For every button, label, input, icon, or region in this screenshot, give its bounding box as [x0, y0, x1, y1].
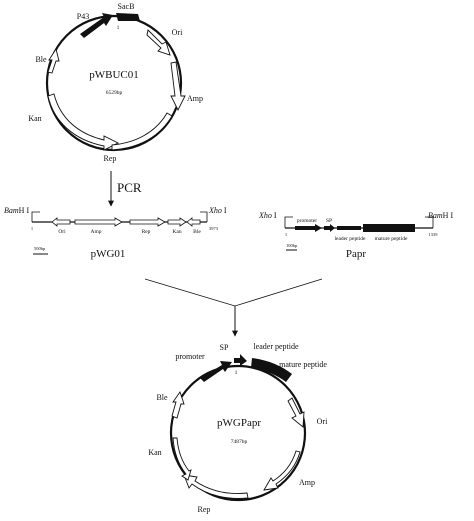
pwg01-start: 1	[31, 226, 33, 231]
feature-kan	[47, 93, 120, 151]
label-ori: Ori	[317, 417, 328, 426]
ligation-bracket	[144, 278, 323, 337]
pwg01-label-ori: Ori	[58, 229, 66, 235]
feature-amp	[263, 450, 301, 491]
pwg01-name: pWG01	[91, 248, 126, 260]
papr-start: 1	[285, 232, 287, 237]
label-kan: Kan	[28, 114, 41, 123]
pwg01-label-amp: Amp	[91, 229, 102, 235]
pwg01-xhoi-flag	[200, 211, 208, 222]
papr-right-site: BamH I	[428, 211, 453, 220]
pwg01-bamhi-flag	[31, 211, 40, 222]
feature-ori	[146, 29, 171, 56]
plasmid-size: 6529bp	[106, 90, 123, 96]
plasmid-name: pWGPapr	[217, 417, 261, 429]
pwg01-feature-rep	[129, 217, 166, 227]
papr-name: Papr	[346, 248, 367, 260]
papr-label-leader: leader peptide	[335, 236, 367, 242]
feature-sacb	[116, 13, 140, 21]
pwg01-feature-kan	[167, 217, 187, 227]
feature-sp	[234, 354, 247, 366]
label-mature-peptide: mature peptide	[279, 360, 327, 369]
label-kan: Kan	[148, 448, 161, 457]
feature-kan	[172, 437, 192, 481]
feature-p43	[80, 13, 113, 38]
feature-ori	[287, 397, 305, 428]
papr-scale-label: 100bp	[286, 243, 298, 248]
label-ble: Ble	[35, 55, 47, 64]
pwg01-scale-label: 500bp	[34, 246, 46, 251]
plasmid-pwgpapr-backbone	[169, 364, 307, 502]
pwg01-end: 3973	[209, 226, 219, 231]
pwg01-label-rep: Rep	[142, 229, 151, 235]
papr-feature-sp	[324, 224, 335, 232]
label-amp: Amp	[187, 94, 203, 103]
label-ori: Ori	[172, 28, 183, 37]
papr-left-site: Xho I	[258, 211, 277, 220]
label-amp: Amp	[299, 478, 315, 487]
label-promoter: promoter	[175, 352, 205, 361]
papr-feature-promoter	[295, 224, 322, 232]
linear-map-pwg01: BamH I Xho I Ori Amp Rep Kan Ble 1 3973 …	[4, 206, 227, 260]
papr-xhoi-flag	[284, 216, 293, 228]
label-p43: P43	[77, 12, 89, 21]
label-leader-peptide: leader peptide	[253, 342, 299, 351]
papr-label-sp: SP	[326, 218, 332, 224]
linear-map-papr: Xho I BamH I promoter SP leader peptide …	[258, 211, 453, 260]
pwg01-feature-amp	[74, 217, 123, 227]
papr-label-promoter: promoter	[297, 218, 317, 224]
plasmid-name: pWBUC01	[89, 69, 139, 81]
label-origin: 1	[235, 370, 238, 376]
pwg01-feature-ori	[51, 217, 71, 227]
plasmid-pwgpapr: promoter SP 1 leader peptide mature pept…	[148, 342, 328, 514]
label-rep: Rep	[104, 154, 117, 163]
plasmid-pwbuc01: SacB P43 1 Ori Ble Amp Kan Rep pWBUC01 6…	[28, 2, 203, 163]
feature-promoter	[200, 361, 232, 382]
plasmid-size: 7487bp	[231, 439, 248, 445]
feature-rep	[183, 474, 249, 499]
feature-mature-peptide	[251, 358, 292, 382]
feature-ble	[47, 47, 60, 74]
label-rep: Rep	[198, 505, 211, 514]
label-sacb: SacB	[118, 2, 135, 11]
papr-bamhi-flag	[425, 216, 434, 228]
label-ble: Ble	[156, 393, 168, 402]
pcr-label: PCR	[117, 180, 142, 195]
feature-rep	[111, 112, 173, 151]
papr-label-mature: mature peptide	[375, 236, 408, 242]
pwg01-right-site: Xho I	[208, 206, 227, 215]
pwg01-label-ble: Ble	[193, 229, 201, 235]
feature-ble	[171, 391, 185, 419]
pwg01-left-site: BamH I	[4, 206, 29, 215]
label-sp: SP	[220, 343, 229, 352]
pwg01-label-kan: Kan	[172, 229, 181, 235]
papr-feature-leader	[337, 226, 361, 230]
feature-amp	[170, 61, 186, 112]
papr-feature-mature	[363, 224, 415, 232]
bracket-lines	[144, 278, 323, 307]
papr-end: 1339	[429, 232, 439, 237]
pwg01-feature-ble	[186, 217, 201, 227]
label-origin: 1	[117, 25, 120, 31]
pcr-step: PCR	[108, 171, 142, 207]
